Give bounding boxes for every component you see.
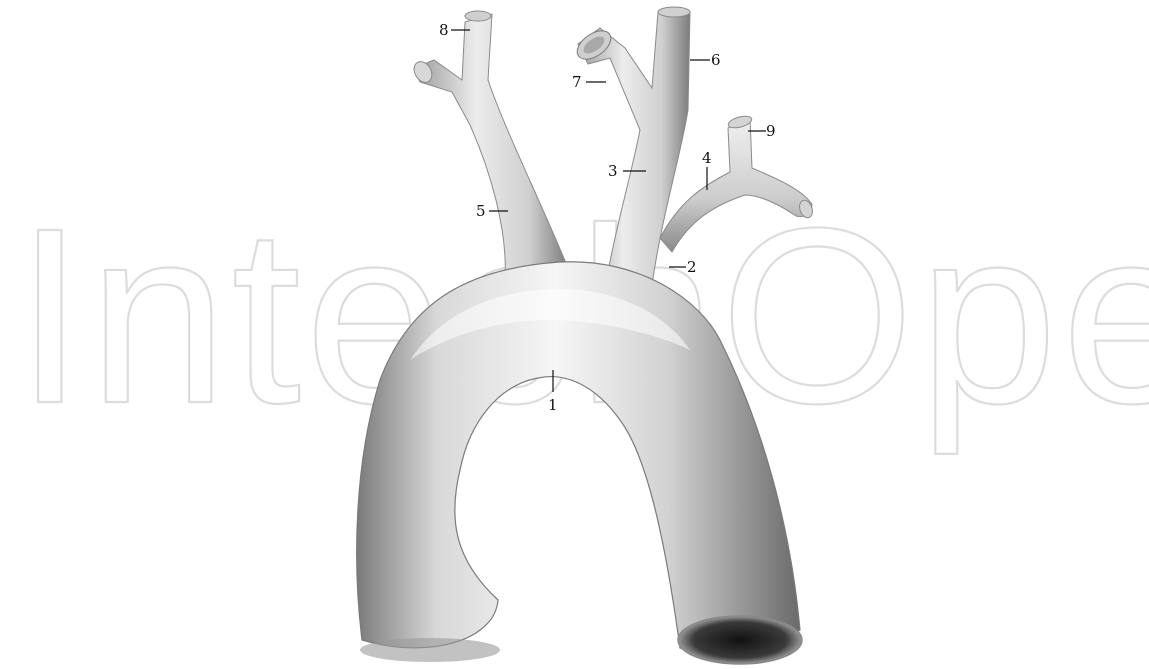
svg-text:4: 4 [702,149,712,167]
label-6: 6 [690,51,721,69]
svg-text:8: 8 [439,21,449,39]
svg-text:6: 6 [711,51,721,69]
svg-text:2: 2 [687,258,697,276]
label-7: 7 [572,73,606,91]
svg-text:1: 1 [548,396,558,414]
aorta-lumen-opening [678,616,802,664]
label-9: 9 [748,122,776,140]
svg-text:5: 5 [476,202,486,220]
svg-text:9: 9 [766,122,776,140]
svg-text:7: 7 [572,73,582,91]
svg-text:3: 3 [608,162,618,180]
